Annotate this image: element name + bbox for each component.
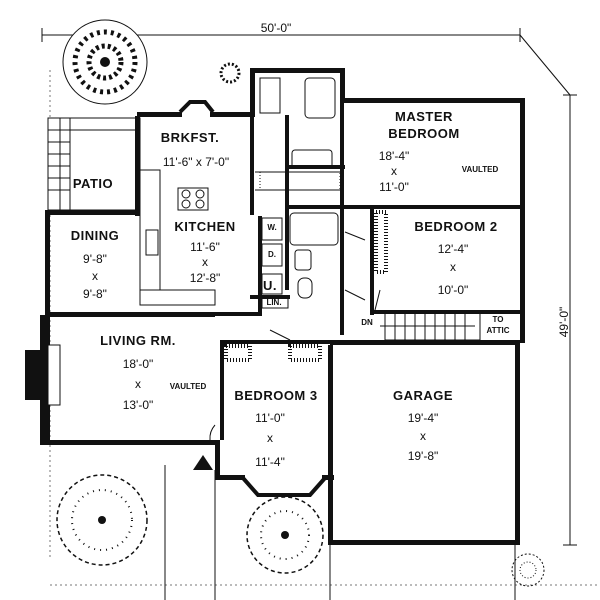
depth-dimension: 49'-0" [557, 307, 571, 338]
dining-dim-1: 9'-8" [83, 252, 107, 266]
living-x: x [135, 377, 141, 391]
living-dim-2: 13'-0" [123, 398, 154, 412]
to-attic-label-2: ATTIC [487, 326, 510, 335]
walls [25, 68, 525, 545]
bedroom3-dim-2: 11'-4" [255, 455, 285, 469]
master-x: x [391, 164, 397, 178]
dining-dim-2: 9'-8" [83, 287, 107, 301]
living-vaulted-note: VAULTED [170, 382, 207, 391]
bedroom2-dim-2: 10'-0" [438, 283, 469, 297]
tree-top-left [62, 19, 148, 105]
patio-paving [47, 117, 141, 211]
kitchen-label: KITCHEN [174, 219, 235, 234]
to-attic-label-1: TO [493, 315, 504, 324]
living-label: LIVING RM. [100, 333, 176, 348]
master-label-1: MASTER [395, 109, 453, 124]
kitchen-counters [139, 169, 289, 309]
down-label: DN [361, 318, 373, 327]
kitchen-dim-2: 12'-8" [190, 271, 221, 285]
brkfst-size: 11'-6" x 7'-0" [163, 155, 229, 169]
living-dim-1: 18'-0" [123, 357, 154, 371]
dryer-label: D. [268, 250, 276, 259]
site-boundary [41, 28, 600, 600]
bedroom2-x: x [450, 260, 456, 274]
bath-fixtures [255, 77, 341, 299]
tree-bottom-left [56, 474, 148, 566]
door-swings [209, 231, 381, 441]
stairs [380, 311, 481, 341]
master-dim-1: 18'-4" [379, 149, 410, 163]
garage-dim-2: 19'-8" [408, 449, 439, 463]
width-dimension: 50'-0" [261, 21, 292, 35]
brkfst-label: BRKFST. [161, 130, 219, 145]
closets [224, 210, 388, 362]
garage-dim-1: 19'-4" [408, 411, 439, 425]
bedroom2-dim-1: 12'-4" [438, 242, 469, 256]
kitchen-dim-1: 11'-6" [190, 240, 220, 254]
master-vaulted-note: VAULTED [462, 165, 499, 174]
patio-label: PATIO [73, 176, 113, 191]
master-dim-2: 11'-0" [379, 180, 409, 194]
bedroom2-label: BEDROOM 2 [414, 219, 497, 234]
bedroom3-dim-1: 11'-0" [255, 411, 285, 425]
bedroom3-label: BEDROOM 3 [234, 388, 317, 403]
garage-label: GARAGE [393, 388, 453, 403]
kitchen-x: x [202, 255, 208, 269]
dining-x: x [92, 269, 98, 283]
tree-bottom-center [246, 496, 324, 574]
shrub-small [219, 62, 241, 84]
garage-x: x [420, 429, 426, 443]
shrub-bottom-right [511, 553, 545, 587]
entry-arrow-icon [193, 455, 213, 470]
utility-label: U. [263, 278, 277, 293]
washer-label: W. [267, 223, 276, 232]
linen-label: LIN. [266, 298, 281, 307]
bedroom3-x: x [267, 431, 273, 445]
master-label-2: BEDROOM [388, 126, 459, 141]
dining-label: DINING [71, 228, 120, 243]
